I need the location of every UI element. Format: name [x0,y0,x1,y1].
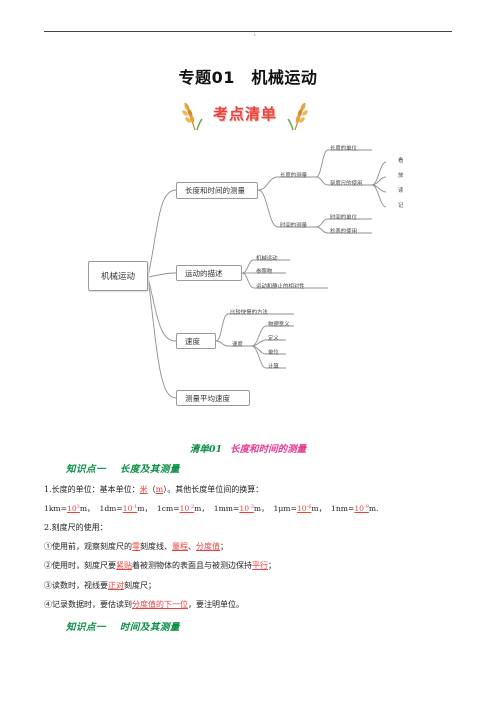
mindmap-node-record: 记 [398,203,404,209]
mindmap-node-read: 读 [398,188,404,194]
section-prefix: 清单01 [189,444,223,455]
mindmap-node-length-unit: 长度的单位 [330,146,357,152]
kp2-label: 知识点一 [66,622,107,633]
mindmap-branch-speed: 速度 [176,333,216,349]
mindmap-branch-avg-speed: 测量平均速度 [176,390,250,406]
mindmap-node-relativity: 运动和静止的相对性 [256,284,305,290]
knowledge-point-2: 知识点一 时间及其测量 [66,619,180,633]
exam-points-banner: 考点清单 [181,99,309,131]
mindmap-node-time-unit: 时间的单位 [330,215,357,221]
mind-map-connectors [147,149,387,399]
mindmap-node-stopwatch: 秒表的使用 [330,229,357,235]
mindmap-node-time-measure: 时间的测量 [280,223,307,229]
mindmap-node-physical-meaning: 物理意义 [268,322,290,328]
mindmap-node-ruler-use: 刻度尺的使用 [330,181,363,187]
page-title: 专题01 机械运动 [178,68,318,87]
content-line-1: 1.长度的单位：基本单位：米（m）。其他长度单位间的换算： [44,485,264,494]
mindmap-node-reference: 参照物 [256,269,273,275]
content-line-5: ②使用时，刻度尺要紧贴着被测物体的表面且与被测边保持平行； [44,561,276,570]
mindmap-branch-motion: 运动的描述 [176,265,242,281]
kp2-title: 时间及其测量 [119,622,180,633]
mind-map: 机械运动 长度和时间的测量 运动的描述 速度 测量平均速度 长度的测量 长度的单… [80,140,420,410]
content-line-2: 1km=103m， 1dm=10-1m， 1cm=10-2m， 1mm=10-3… [44,504,379,513]
mindmap-node-unit: 单位 [268,350,279,356]
section-title: 长度和时间的测量 [230,444,307,455]
mindmap-node-compare-speed: 比较快慢的方法 [230,310,268,316]
mindmap-node-calculate: 计算 [268,364,279,370]
knowledge-point-1: 知识点一 长度及其测量 [66,461,180,475]
mindmap-node-definition: 定义 [268,336,279,342]
mindmap-node-speed: 速度 [232,342,243,348]
mindmap-node-look: 看 [398,158,404,164]
mindmap-node-length-measure: 长度的测量 [280,173,307,179]
wheat-right-icon [287,102,308,131]
content-line-6: ③读数时，视线要正对刻度尺； [44,581,156,590]
content-line-7: ④记录数据时，要估读到分度值的下一位，要注明单位。 [44,600,244,609]
banner-text: 考点清单 [212,105,277,123]
content-line-3: 2.刻度尺的使用： [44,523,108,532]
wheat-left-icon [182,102,203,131]
content-line-4: ①使用前，观察刻度尺的零刻度线、量程、分度值； [44,542,228,551]
kp1-title: 长度及其测量 [119,464,180,475]
mindmap-branch-length-time: 长度和时间的测量 [176,182,258,199]
section-heading: 清单01 长度和时间的测量 [0,441,496,455]
mindmap-node-place: 放 [398,173,404,179]
kp1-label: 知识点一 [66,464,107,475]
header-rule [44,31,452,32]
mindmap-node-mechanical-motion: 机械运动 [256,256,278,262]
header-mark: i [254,32,256,38]
mindmap-root: 机械运动 [88,261,148,291]
